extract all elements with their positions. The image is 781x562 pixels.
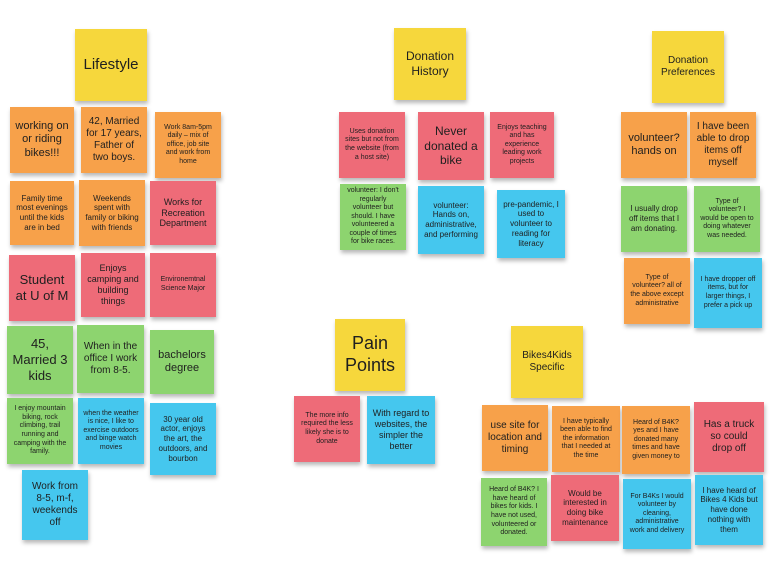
sticky-note[interactable]: Enjoys camping and building things: [81, 253, 145, 317]
sticky-note[interactable]: bachelors degree: [150, 330, 214, 394]
sticky-note[interactable]: Type of volunteer? all of the above exce…: [624, 258, 690, 324]
sticky-note[interactable]: Family time most evenings until the kids…: [10, 181, 74, 245]
sticky-note[interactable]: 30 year old actor, enjoys the art, the o…: [150, 403, 216, 475]
sticky-note[interactable]: volunteer: I don't regularly volunteer b…: [340, 184, 406, 250]
sticky-note[interactable]: Has a truck so could drop off: [694, 402, 764, 472]
sticky-note[interactable]: when the weather is nice, I like to exer…: [78, 398, 144, 464]
sticky-note[interactable]: Would be interested in doing bike mainte…: [551, 475, 619, 541]
sticky-note[interactable]: Works for Recreation Department: [150, 181, 216, 245]
donation-history-header-note[interactable]: Donation History: [394, 28, 466, 100]
sticky-note[interactable]: With regard to websites, the simpler the…: [367, 396, 435, 464]
sticky-note[interactable]: Type of volunteer? I would be open to do…: [694, 186, 760, 252]
sticky-note[interactable]: I have heard of Bikes 4 Kids but have do…: [695, 475, 763, 545]
sticky-note[interactable]: Environemtnal Science Major: [150, 253, 216, 317]
sticky-note[interactable]: For B4Ks I would volunteer by cleaning, …: [623, 479, 691, 549]
sticky-note[interactable]: The more info required the less likely s…: [294, 396, 360, 462]
donation-preferences-header-note[interactable]: Donation Preferences: [652, 31, 724, 103]
sticky-note[interactable]: I have typically been able to find the i…: [552, 406, 620, 472]
sticky-note[interactable]: Student at U of M: [9, 255, 75, 321]
sticky-note[interactable]: 42, Married for 17 years, Father of two …: [81, 107, 147, 173]
bikes4kids-header-note[interactable]: Bikes4Kids Specific: [511, 326, 583, 398]
sticky-note[interactable]: volunteer: Hands on, administrative, and…: [418, 186, 484, 254]
sticky-note[interactable]: Weekends spent with family or biking wit…: [79, 180, 145, 246]
sticky-note[interactable]: Uses donation sites but not from the web…: [339, 112, 405, 178]
sticky-note[interactable]: volunteer? hands on: [621, 112, 687, 178]
sticky-note[interactable]: I enjoy mountain biking, rock climbing, …: [7, 398, 73, 464]
sticky-note[interactable]: use site for location and timing: [482, 405, 548, 471]
sticky-note[interactable]: I usually drop off items that I am donat…: [621, 186, 687, 252]
sticky-note[interactable]: Enjoys teaching and has experience leadi…: [490, 112, 554, 178]
sticky-note[interactable]: Heard of B4K? yes and I have donated man…: [622, 406, 690, 474]
sticky-note[interactable]: Work 8am-5pm daily – mix of office, job …: [155, 112, 221, 178]
sticky-note[interactable]: pre-pandemic, I used to volunteer to rea…: [497, 190, 565, 258]
sticky-note[interactable]: Heard of B4K? I have heard of bikes for …: [481, 478, 547, 546]
pain-points-header-note[interactable]: Pain Points: [335, 319, 405, 391]
sticky-note[interactable]: working on or riding bikes!!!: [10, 107, 74, 173]
sticky-note[interactable]: I have dropper off items, but for larger…: [694, 258, 762, 328]
sticky-note[interactable]: Work from 8-5, m-f, weekends off: [22, 470, 88, 540]
sticky-note[interactable]: Never donated a bike: [418, 112, 484, 180]
sticky-note[interactable]: I have been able to drop items off mysel…: [690, 112, 756, 178]
sticky-note[interactable]: When in the office I work from 8-5.: [77, 325, 144, 393]
lifestyle-header-note[interactable]: Lifestyle: [75, 29, 147, 101]
sticky-note[interactable]: 45, Married 3 kids: [7, 326, 73, 394]
